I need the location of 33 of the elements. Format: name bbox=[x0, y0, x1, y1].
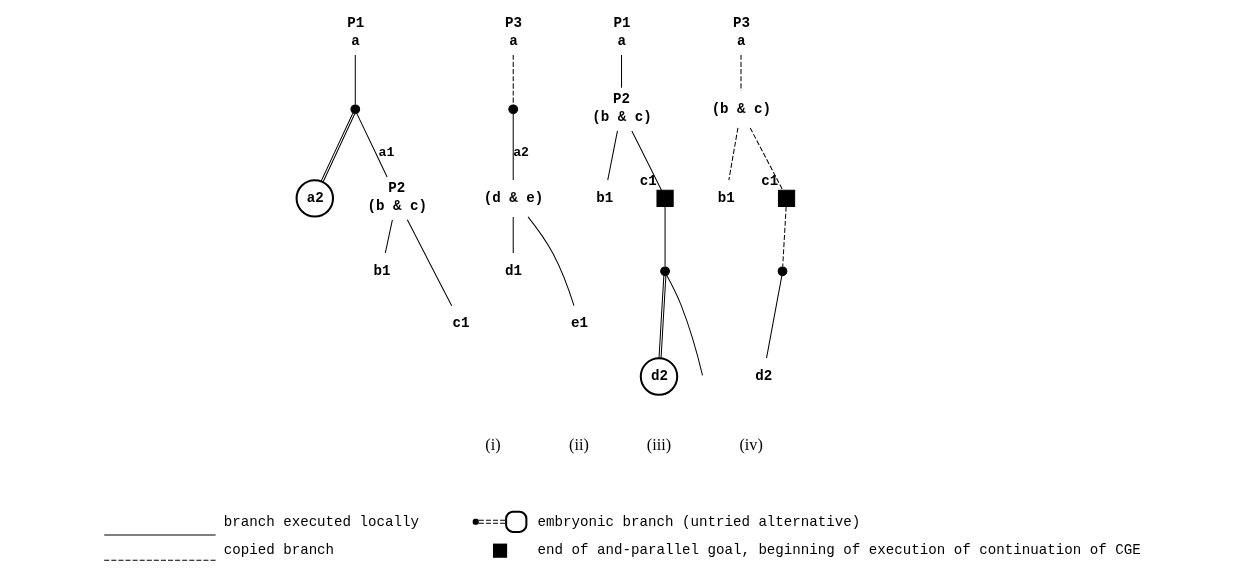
node-text: b1 bbox=[717, 189, 735, 206]
legend-label: end of and-parallel goal, beginning of execution of continuation of CGE bbox=[537, 542, 1141, 559]
label: (iv) bbox=[738, 436, 763, 455]
edge-label: a1 bbox=[378, 145, 394, 161]
node-label: P2 bbox=[387, 180, 405, 197]
node-text: (b & c) bbox=[591, 108, 652, 125]
label: (ii) bbox=[568, 436, 589, 455]
node-label: P2 bbox=[612, 91, 630, 108]
node-text: d2 bbox=[754, 367, 772, 384]
node-text: d1 bbox=[504, 262, 522, 279]
node-text: (b & c) bbox=[711, 100, 771, 117]
legend-label: branch executed locally bbox=[223, 513, 419, 530]
node-label: P1 bbox=[346, 15, 364, 32]
node-label: c1 bbox=[639, 173, 657, 190]
node-label: P3 bbox=[732, 15, 750, 32]
node-text: c1 bbox=[451, 315, 469, 332]
legend-label: embryonic branch (untried alternative) bbox=[537, 513, 860, 530]
node-text: b1 bbox=[595, 189, 613, 206]
node-text: (b & c) bbox=[366, 197, 427, 214]
node-text: e1 bbox=[570, 315, 588, 332]
node-text: a bbox=[508, 32, 518, 49]
edge-label: a2 bbox=[512, 145, 529, 161]
label: (iii) bbox=[646, 436, 671, 455]
node-text: a bbox=[736, 32, 745, 49]
node-text: a bbox=[350, 32, 360, 49]
node-text: a bbox=[616, 32, 626, 49]
node-label: P1 bbox=[612, 15, 630, 32]
node-text: b1 bbox=[373, 262, 391, 279]
node-label: P3 bbox=[504, 15, 522, 32]
node-label: c1 bbox=[760, 173, 778, 190]
label: (i) bbox=[484, 436, 501, 455]
legend-label: copied branch bbox=[223, 542, 334, 559]
node-text: (d & e) bbox=[483, 189, 543, 206]
